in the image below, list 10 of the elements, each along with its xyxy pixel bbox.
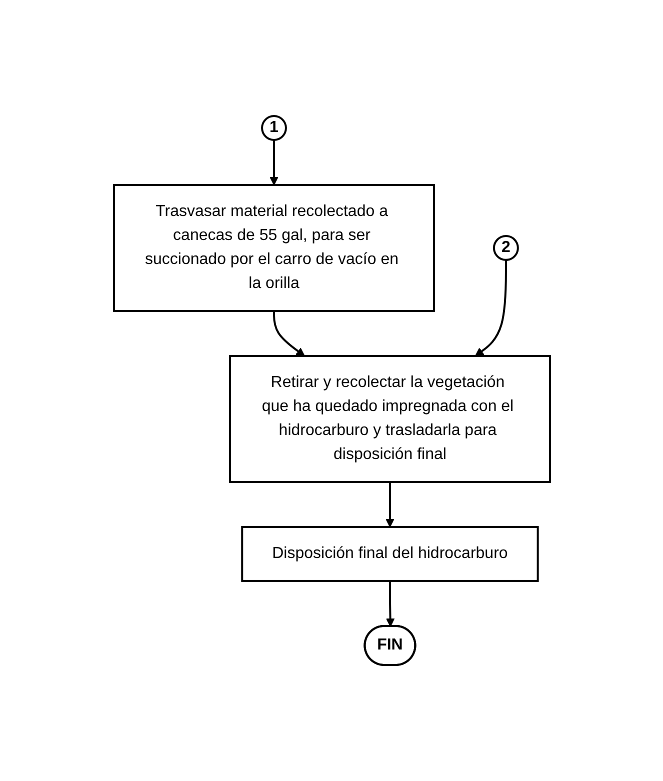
arrow [272,310,304,356]
node-box: Retirar y recolectar la vegetación que ha quedado impregnada con el hidrocarburo y trasladarla para disposición final [228,354,550,483]
arrow [269,140,278,186]
arrow [385,580,394,627]
arrow [385,482,394,528]
node-box: Disposición final del hidrocarburo [240,526,538,582]
node-circle: 1 [260,115,286,141]
arrow [474,260,506,356]
node-box: Trasvasar material recolectado a canecas de 55 gal, para ser succionado por el carro de vacío en la orilla [112,184,434,312]
node-circle: 2 [492,235,518,261]
